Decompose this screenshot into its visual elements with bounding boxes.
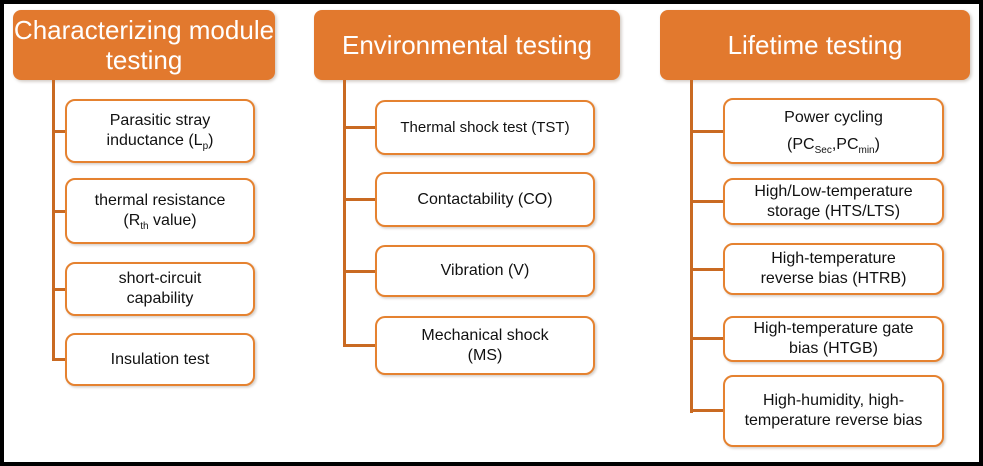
node-label: High/Low-temperature bbox=[754, 182, 913, 200]
node-power-cycling: Power cycling (PCSec,PCmin) bbox=[723, 98, 944, 164]
header-title: Characterizing module testing bbox=[13, 15, 275, 75]
node-label: Mechanical shock bbox=[421, 326, 549, 344]
node-label: High-temperature gate bbox=[753, 320, 914, 337]
node-label: Insulation test bbox=[110, 350, 210, 368]
node-label: Contactability (CO) bbox=[417, 190, 553, 208]
node-insulation-test: Insulation test bbox=[65, 333, 255, 386]
header-environmental-testing: Environmental testing bbox=[314, 10, 620, 80]
node-short-circuit-capability: short-circuit capability bbox=[65, 262, 255, 316]
node-label: (Rth value) bbox=[123, 212, 197, 233]
node-label: capability bbox=[126, 290, 194, 307]
connector-branch bbox=[690, 409, 725, 412]
node-contactability: Contactability (CO) bbox=[375, 172, 595, 227]
node-label: storage (HTS/LTS) bbox=[766, 202, 901, 220]
node-label: Vibration (V) bbox=[440, 262, 530, 279]
node-high-humidity-high-temperature-reverse-bias: High-humidity, high- temperature reverse… bbox=[723, 375, 944, 447]
connector-branch bbox=[52, 288, 67, 291]
node-label: (PCSec,PCmin) bbox=[787, 136, 880, 157]
node-label: High-temperature bbox=[771, 250, 896, 267]
node-label: reverse bias (HTRB) bbox=[760, 270, 907, 287]
connector-branch bbox=[343, 344, 377, 347]
node-label: bias (HTGB) bbox=[789, 340, 878, 357]
connector-branch bbox=[343, 126, 377, 129]
node-vibration: Vibration (V) bbox=[375, 245, 595, 297]
connector-branch bbox=[690, 268, 725, 271]
header-title: Lifetime testing bbox=[727, 30, 903, 60]
node-label: High-humidity, high- bbox=[762, 392, 905, 409]
connector-branch bbox=[52, 130, 67, 133]
connector-branch bbox=[343, 198, 377, 201]
node-thermal-shock-test: Thermal shock test (TST) bbox=[375, 100, 595, 155]
node-thermal-resistance: thermal resistance (Rth value) bbox=[65, 178, 255, 244]
connector-branch bbox=[690, 200, 725, 203]
node-label: temperature reverse bias bbox=[744, 412, 923, 429]
connector-branch bbox=[690, 130, 725, 133]
header-title: Environmental testing bbox=[341, 30, 593, 60]
connector-trunk bbox=[343, 80, 346, 347]
connector-branch bbox=[690, 337, 725, 340]
node-label: thermal resistance bbox=[94, 192, 226, 209]
connector-branch bbox=[52, 210, 67, 213]
node-label: Power cycling bbox=[784, 109, 883, 126]
node-parasitic-stray-inductance: Parasitic stray inductance (Lp) bbox=[65, 99, 255, 163]
node-label: (MS) bbox=[467, 346, 503, 364]
connector-trunk bbox=[52, 80, 55, 361]
node-label: Parasitic stray bbox=[109, 112, 211, 129]
node-high-low-temperature-storage: High/Low-temperature storage (HTS/LTS) bbox=[723, 178, 944, 225]
connector-trunk bbox=[690, 80, 693, 413]
header-characterizing-module-testing: Characterizing module testing bbox=[13, 10, 275, 80]
node-mechanical-shock: Mechanical shock (MS) bbox=[375, 316, 595, 375]
connector-branch bbox=[343, 270, 377, 273]
node-high-temperature-gate-bias: High-temperature gate bias (HTGB) bbox=[723, 316, 944, 362]
header-lifetime-testing: Lifetime testing bbox=[660, 10, 970, 80]
node-label: Thermal shock test (TST) bbox=[400, 118, 570, 136]
node-label: short-circuit bbox=[118, 270, 202, 287]
node-label: inductance (Lp) bbox=[106, 132, 214, 153]
connector-branch bbox=[52, 358, 67, 361]
node-high-temperature-reverse-bias: High-temperature reverse bias (HTRB) bbox=[723, 243, 944, 295]
